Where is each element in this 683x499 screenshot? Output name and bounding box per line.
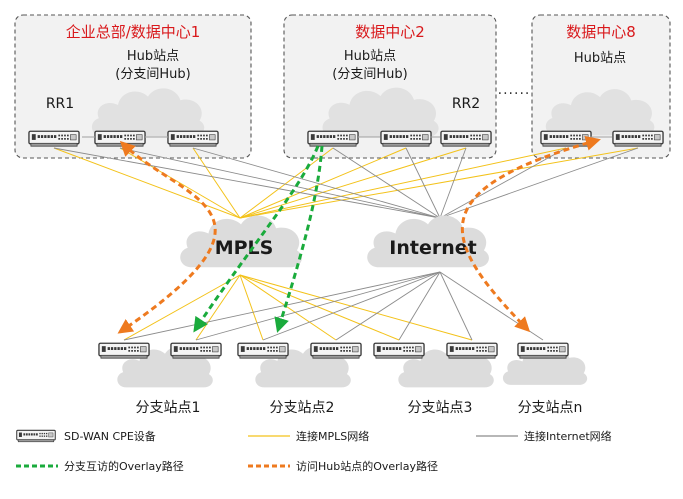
branch-label-n: 分支站点n — [518, 400, 583, 416]
internet-link-12 — [335, 271, 441, 341]
legend-internet-label: 连接Internet网络 — [524, 429, 612, 443]
mpls-link-4 — [239, 147, 334, 219]
internet-cloud-label: Internet — [389, 237, 476, 259]
hub-sublabel-1: (分支间Hub) — [115, 67, 190, 82]
branch-overlay-path-1 — [193, 145, 320, 333]
rr2-label: RR2 — [452, 96, 480, 112]
hub-cpe-device-3 — [167, 130, 219, 147]
mpls-link-3 — [192, 147, 241, 219]
branch-cpe-device-14 — [446, 342, 498, 359]
hub-label-1: Hub站点 — [127, 49, 179, 64]
rr1-label: RR1 — [46, 96, 74, 112]
internet-link-5 — [405, 147, 441, 219]
legend-mpls-label: 连接MPLS网络 — [296, 429, 369, 443]
internet-link-11 — [262, 271, 441, 341]
hub-overlay-path-2 — [460, 136, 601, 333]
mpls-link-11 — [239, 274, 264, 341]
internet-link-14 — [439, 271, 473, 341]
legend-device-icon — [16, 429, 56, 443]
branch-cpe-device-15 — [517, 342, 569, 359]
legend-branch-overlay-label: 分支互访的Overlay路径 — [64, 459, 184, 473]
datacenter-ellipsis: ...... — [498, 82, 531, 98]
branch-label-1: 分支站点1 — [136, 400, 201, 416]
mpls-link-1 — [53, 147, 241, 219]
internet-links — [53, 147, 639, 341]
hub-overlay-path-1 — [117, 140, 217, 334]
internet-link-9 — [123, 271, 441, 341]
internet-link-4 — [332, 147, 441, 219]
mpls-link-12 — [239, 274, 337, 341]
legend: SD-WAN CPE设备 连接MPLS网络 连接Internet网络 分支互访的… — [16, 429, 612, 473]
hub-cpe-device-1 — [28, 130, 80, 147]
hub-label-2: Hub站点 — [344, 49, 396, 64]
mpls-links — [53, 147, 639, 341]
overlay-paths — [117, 136, 601, 334]
branch-cpe-device-11 — [237, 342, 289, 359]
mpls-link-5 — [239, 147, 407, 219]
mpls-link-9 — [123, 274, 241, 341]
mpls-link-7 — [239, 147, 567, 219]
hub-label-8: Hub站点 — [574, 51, 626, 66]
cpe-devices — [28, 130, 664, 359]
branch-overlay-path-2 — [274, 145, 324, 333]
hub-cpe-device-8 — [612, 130, 664, 147]
mpls-link-6 — [239, 147, 467, 219]
datacenter-title-8: 数据中心8 — [566, 23, 636, 41]
hub-cpe-device-6 — [440, 130, 492, 147]
hub-cpe-device-2 — [94, 130, 146, 147]
branch-cpe-device-9 — [98, 342, 150, 359]
branch-cpe-device-10 — [170, 342, 222, 359]
hub-cpe-device-4 — [307, 130, 359, 147]
branch-cpe-device-12 — [310, 342, 362, 359]
internet-link-6 — [439, 147, 467, 219]
internet-link-13 — [398, 271, 441, 341]
internet-link-10 — [195, 271, 441, 341]
internet-link-7 — [439, 147, 567, 219]
datacenter-title-1: 企业总部/数据中心1 — [66, 23, 201, 41]
mpls-link-14 — [239, 274, 473, 341]
mpls-link-13 — [239, 274, 400, 341]
internet-link-2 — [119, 147, 441, 219]
internet-link-3 — [192, 147, 441, 219]
branch-cpe-device-13 — [373, 342, 425, 359]
datacenter-title-2: 数据中心2 — [355, 23, 425, 41]
branch-label-3: 分支站点3 — [408, 400, 473, 416]
mpls-link-10 — [195, 274, 241, 341]
legend-device-label: SD-WAN CPE设备 — [64, 429, 156, 443]
hub-sublabel-2: (分支间Hub) — [332, 67, 407, 82]
hub-cpe-device-5 — [380, 130, 432, 147]
legend-hub-overlay-label: 访问Hub站点的Overlay路径 — [296, 459, 438, 473]
branch-label-2: 分支站点2 — [270, 400, 335, 416]
mpls-cloud-label: MPLS — [215, 237, 274, 259]
